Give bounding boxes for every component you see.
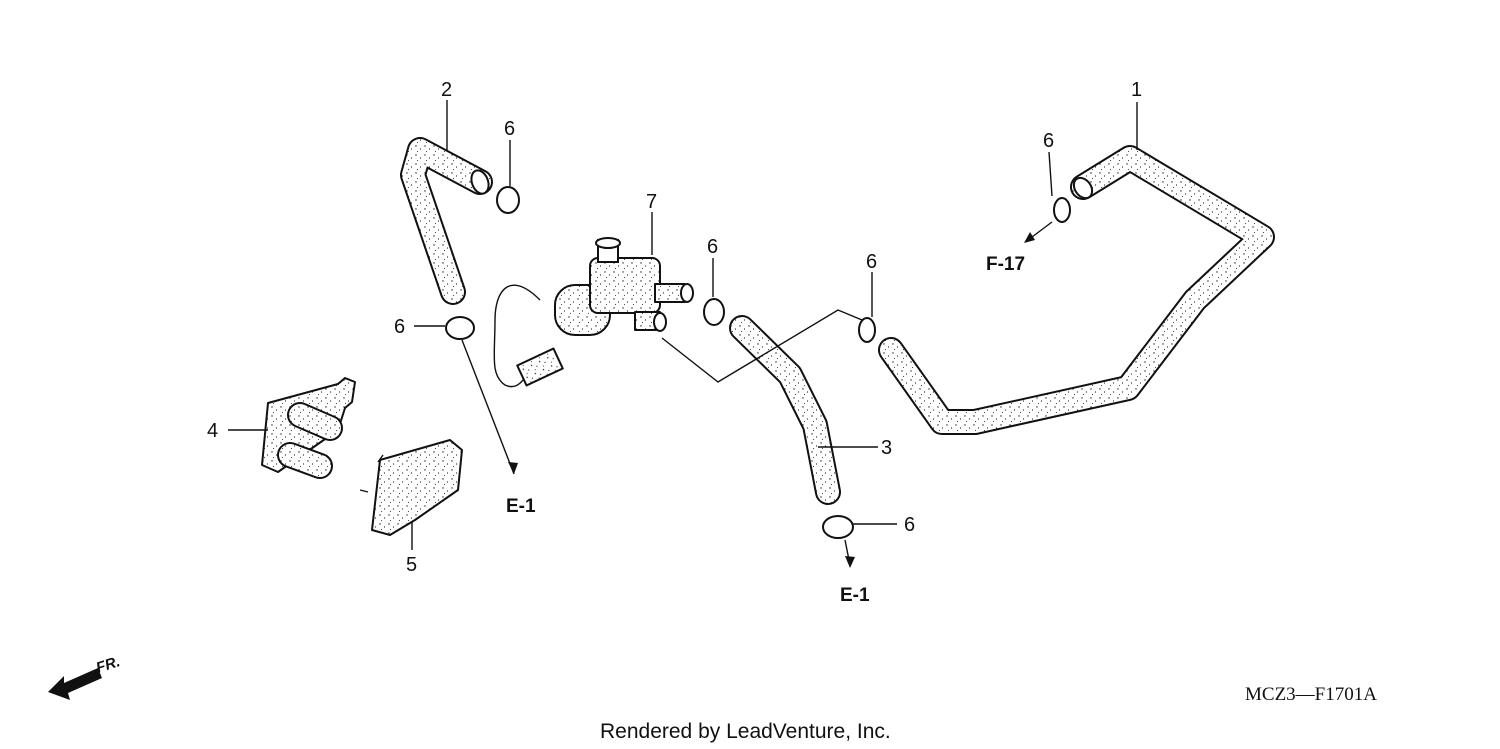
credit-text: Rendered by LeadVenture, Inc. — [600, 720, 891, 743]
callout-6-valve: 6 — [707, 236, 718, 258]
reference-f17[interactable]: F-17 — [986, 254, 1025, 275]
callout-6-left: 6 — [394, 316, 405, 338]
clamp-part-6[interactable] — [445, 186, 1071, 539]
hose-part-3[interactable] — [729, 315, 841, 505]
reference-e1-left[interactable]: E-1 — [506, 496, 536, 517]
callout-5: 5 — [406, 554, 417, 576]
callout-4: 4 — [207, 420, 218, 442]
leader-lines — [228, 100, 1138, 568]
front-arrow-icon — [48, 668, 102, 700]
reed-valve-part-5[interactable] — [359, 439, 463, 536]
front-marker-label: FR. — [94, 653, 122, 677]
solenoid-valve-part-7[interactable] — [493, 237, 863, 388]
hose-part-2[interactable] — [400, 137, 493, 305]
diagram-code: MCZ3—F1701A — [1245, 684, 1377, 705]
callout-6-bottom: 6 — [904, 514, 915, 536]
callout-2: 2 — [441, 79, 452, 101]
callout-6-top-right: 6 — [1043, 130, 1054, 152]
callout-1: 1 — [1131, 79, 1142, 101]
callout-7: 7 — [646, 191, 657, 213]
callout-3: 3 — [881, 437, 892, 459]
hose-part-1[interactable] — [878, 145, 1275, 435]
reed-cover-part-4[interactable] — [261, 377, 356, 479]
reference-e1-bottom[interactable]: E-1 — [840, 585, 870, 606]
callout-6-top-left: 6 — [504, 118, 515, 140]
callout-6-mid: 6 — [866, 251, 877, 273]
